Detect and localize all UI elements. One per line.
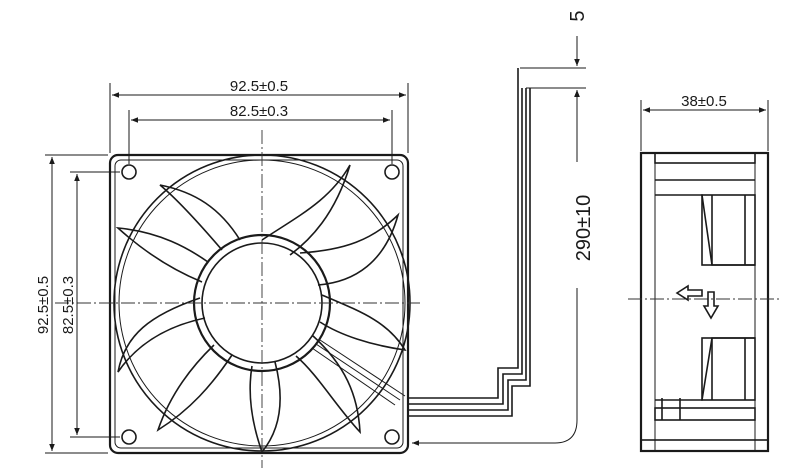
mounting-hole-bottom-left xyxy=(121,429,137,445)
airflow-direction-icon xyxy=(675,284,703,302)
lead-wire xyxy=(408,68,519,399)
dimension-lead-strip xyxy=(520,36,586,104)
lead-wire xyxy=(408,88,527,411)
mounting-hole-top-left xyxy=(121,164,137,180)
side-hub-upper xyxy=(654,152,756,266)
dimension-thickness-label: 38±0.5 xyxy=(681,93,727,110)
fan-blade xyxy=(115,226,209,283)
mounting-holes xyxy=(121,164,400,445)
dimension-hole-spacing-height xyxy=(70,171,120,438)
dimension-thickness xyxy=(640,100,769,151)
fan-blade xyxy=(319,294,407,352)
front-view xyxy=(55,130,420,468)
fan-blade xyxy=(159,184,241,251)
mounting-hole-top-right xyxy=(384,164,400,180)
dimension-frame-width xyxy=(109,83,409,153)
dimension-frame-height-label: 92.5±0.5 xyxy=(35,276,52,334)
fan-support-struts xyxy=(311,339,406,406)
fan-blade xyxy=(295,334,361,435)
fan-frame-outline xyxy=(108,153,410,455)
lead-wire xyxy=(408,88,523,405)
lead-wires xyxy=(408,68,531,417)
fan-blade xyxy=(299,212,400,286)
dimension-frame-width-label: 92.5±0.5 xyxy=(230,78,288,95)
dimension-frame-height xyxy=(45,154,108,454)
dimension-lead-strip-label: 5 xyxy=(567,10,589,21)
fan-blade xyxy=(261,164,351,256)
fan-blade xyxy=(117,297,206,373)
side-hub-lower xyxy=(640,337,769,452)
fan-frame-inner-edge xyxy=(114,159,404,449)
side-view xyxy=(628,151,780,453)
fan-blades xyxy=(115,164,407,454)
dimension-hole-spacing-width-label: 82.5±0.3 xyxy=(230,103,288,120)
side-frame-outline xyxy=(639,151,770,453)
dimension-lead-length-label: 290±10 xyxy=(573,195,595,262)
fan-blade xyxy=(249,361,281,454)
rotation-direction-icon xyxy=(702,291,720,320)
dimension-lead-length xyxy=(412,87,586,446)
mounting-hole-bottom-right xyxy=(384,429,400,445)
dimension-hole-spacing-height-label: 82.5±0.3 xyxy=(60,276,77,334)
dimension-hole-spacing-width xyxy=(128,110,393,164)
lead-wire xyxy=(408,88,531,417)
fan-blade xyxy=(156,344,233,432)
